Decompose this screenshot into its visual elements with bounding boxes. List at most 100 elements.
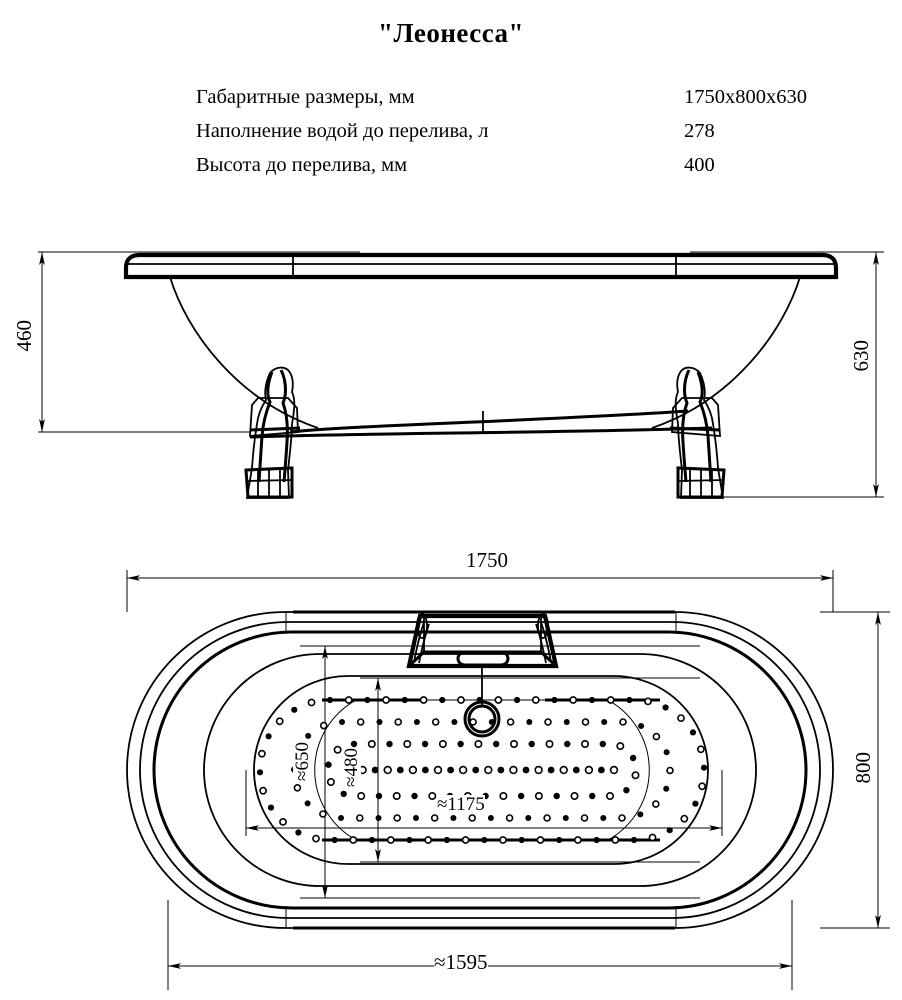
jet-dot: [651, 800, 660, 808]
jet-dot: [469, 718, 477, 726]
jet-dot: [505, 814, 514, 822]
specification-table: Габаритные размеры, мм 1750x800x630 Напо…: [196, 86, 896, 188]
tub-bowl-floor: [253, 675, 709, 865]
jet-dot: [349, 836, 358, 844]
jet-dot: [593, 836, 600, 844]
jet-dot: [666, 827, 673, 834]
jet-dot: [581, 718, 590, 726]
jet-dot: [481, 836, 488, 844]
jet-dot: [305, 732, 312, 739]
jet-dot: [698, 782, 706, 791]
jet-dot: [680, 814, 689, 823]
jet-dot: [413, 719, 420, 725]
jet-dot: [488, 719, 495, 725]
jet-dot: [618, 814, 626, 822]
jet-dot: [472, 766, 480, 774]
jet-dot: [564, 740, 571, 748]
spec-label: Наполнение водой до перелива, л: [196, 120, 489, 142]
jet-dot: [408, 765, 418, 775]
jet-dot: [393, 814, 402, 822]
jet-dot: [433, 765, 443, 775]
jet-dot: [631, 771, 640, 780]
jet-dot: [509, 739, 518, 748]
jet-dot: [413, 815, 419, 821]
jet-dot: [326, 777, 335, 786]
jet-dot: [383, 765, 392, 775]
jet-dot: [355, 814, 364, 822]
jet-dot: [350, 740, 358, 748]
jet-dot: [476, 696, 483, 704]
jet-dot: [601, 719, 608, 725]
jet-dot: [319, 810, 327, 818]
jet-dot: [295, 829, 302, 836]
jet-dot: [494, 696, 503, 704]
jet-dot: [419, 696, 428, 704]
jet-dot: [457, 740, 464, 748]
deck-bolt-left: [416, 613, 428, 639]
dimension-1750-label: 1750: [466, 548, 508, 572]
jet-dot: [396, 766, 404, 774]
jet-dot: [522, 766, 530, 774]
jet-dot: [333, 745, 342, 754]
jet-dot: [279, 818, 287, 826]
jet-dot: [652, 732, 661, 741]
jet-dot: [386, 836, 395, 844]
tub-body-outline: [169, 276, 801, 429]
jet-dot: [447, 766, 454, 774]
jet-dot: [589, 792, 596, 800]
jet-dot: [368, 836, 376, 844]
jet-dot: [637, 811, 644, 818]
jet-dot: [536, 836, 545, 844]
jet-dot: [497, 766, 505, 774]
jet-dot: [526, 719, 533, 725]
dimension-650-label: ≈650: [292, 742, 313, 781]
tub-rim-bands: [285, 610, 677, 930]
jet-dot: [574, 836, 582, 844]
dimension-630-label: 630: [849, 340, 873, 372]
jet-dot: [584, 765, 594, 775]
jet-dot: [357, 791, 366, 800]
jet-dot: [525, 815, 532, 821]
jet-dot: [556, 836, 563, 844]
jet-dot: [394, 718, 403, 726]
jet-dot: [580, 739, 589, 748]
jet-dot: [559, 765, 568, 775]
jet-dot: [293, 783, 302, 792]
jet-dot: [411, 792, 418, 800]
dimension-460-label: 460: [12, 320, 36, 352]
deck-wings: [413, 621, 552, 664]
jet-dot: [606, 696, 615, 704]
jet-dot: [450, 815, 457, 821]
tub-rim-edge: [152, 630, 808, 910]
jet-dot: [364, 696, 371, 704]
jet-dot: [493, 740, 500, 748]
headrest-deck: [406, 613, 559, 669]
jet-dot: [677, 714, 685, 722]
spec-label: Габаритные размеры, мм: [196, 86, 415, 108]
jet-dot: [307, 698, 316, 707]
dimension-1175-label: ≈1175: [437, 794, 485, 815]
jet-dot: [553, 792, 560, 800]
jet-dot: [312, 834, 320, 843]
dimension-800-label: 800: [851, 752, 875, 784]
jet-dot: [697, 745, 705, 754]
claw-toes: [245, 469, 293, 497]
jet-dot: [563, 719, 570, 725]
jet-dot: [461, 836, 470, 844]
jet-dot: [663, 749, 670, 756]
jet-dot: [319, 721, 328, 730]
jet-dot: [648, 833, 657, 842]
jet-dot: [325, 761, 332, 768]
jet-dot: [430, 814, 439, 822]
table-row: Высота до перелива, мм 400: [196, 154, 896, 188]
jet-dot: [487, 815, 494, 821]
handle-slot: [456, 650, 510, 667]
jet-dot: [344, 696, 353, 704]
jet-dot: [629, 754, 637, 762]
jet-dot: [570, 791, 579, 800]
jet-dot: [340, 790, 347, 798]
jet-dot: [689, 729, 697, 736]
jet-dot: [562, 815, 569, 821]
jet-dot: [257, 749, 266, 758]
